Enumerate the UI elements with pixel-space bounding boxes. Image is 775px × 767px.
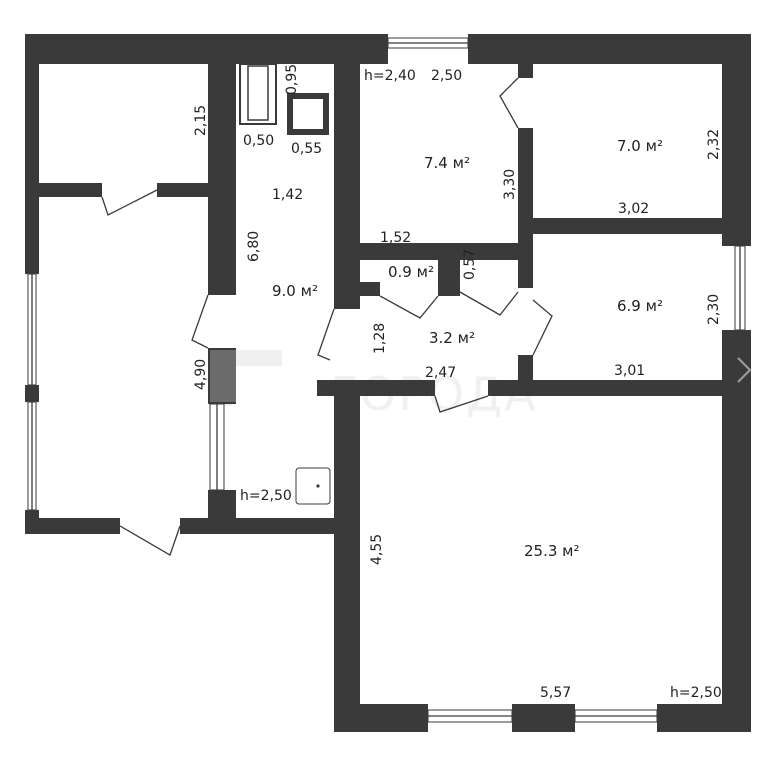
wall-bottom-left: [25, 518, 120, 534]
watermark-logo-icon-b: [236, 350, 282, 366]
dim-corr-d: 1,28: [372, 323, 388, 354]
wall-left-upper: [25, 34, 39, 274]
dim-kitchen-d: 3,30: [502, 169, 518, 200]
dim-wc-w: 1,52: [380, 230, 411, 246]
wall-living-bottom-a: [334, 704, 428, 732]
wall-kitchen-left: [334, 64, 360, 309]
wall-partition-left-upper: [208, 34, 236, 295]
wall-wc-bottom: [360, 282, 380, 296]
area-room-b: 6.9 м²: [617, 297, 663, 315]
wall-right-upper: [722, 34, 751, 246]
wall-partition-left-base: [208, 490, 236, 534]
dim-bath-w: 1,42: [272, 187, 303, 203]
toilet-icon: [287, 93, 329, 135]
bathtub-inner-icon: [247, 65, 269, 121]
chevron-right-icon[interactable]: [737, 357, 752, 383]
sink-drain-icon: [316, 484, 320, 488]
area-kitchen: 7.4 м²: [424, 154, 470, 172]
wall-living-left: [334, 396, 360, 732]
door-left-room: [191, 294, 209, 349]
door-kitchen-room: [499, 77, 519, 129]
dim-kitchen-w: 2,50: [431, 68, 462, 84]
next-button[interactable]: [730, 348, 760, 392]
dim-bath-b: 0,95: [284, 64, 300, 95]
door-living: [434, 395, 489, 413]
door-wc: [379, 295, 439, 319]
wall-kitchen-right: [518, 128, 533, 288]
dim-left-len: 4,90: [193, 359, 209, 390]
area-hall: 9.0 м²: [272, 282, 318, 300]
area-corridor: 3.2 м²: [429, 329, 475, 347]
door-kitchen: [459, 291, 519, 316]
wall-bottom-hall: [180, 518, 360, 534]
wall-living-top-a: [317, 380, 435, 396]
door-entrance: [119, 525, 181, 556]
wall-kitchen-right-upper: [518, 64, 533, 78]
wall-left-mid: [25, 385, 39, 402]
walls: [25, 34, 751, 732]
sink-icon: [295, 467, 331, 505]
dim-bath-c: 0,55: [291, 141, 322, 157]
wall-top-left: [25, 34, 388, 64]
area-living: 25.3 м²: [524, 542, 580, 560]
dim-bath-a: 0,50: [243, 133, 274, 149]
dim-room69-d: 2,30: [706, 294, 722, 325]
wall-right-lower: [722, 380, 751, 732]
hall-partition-stub: [210, 350, 236, 402]
wall-wc-right: [438, 260, 460, 296]
wall-living-bottom-c: [657, 704, 751, 732]
dim-living-d: 4,55: [369, 534, 385, 565]
wall-living-top-b: [488, 380, 751, 396]
bathtub-icon: [239, 63, 277, 125]
area-labels: 7.4 м² 7.0 м² 9.0 м² 0.9 м² 6.9 м² 3.2 м…: [272, 137, 663, 560]
dimension-labels: 0,50 0,95 0,55 2,15 1,42 6,80 4,90 h=2,4…: [193, 64, 722, 701]
wall-living-bottom-b: [512, 704, 575, 732]
dim-corr-w: 2,47: [425, 365, 456, 381]
fixtures: [239, 63, 331, 505]
dim-room69-w: 3,01: [614, 363, 645, 379]
door-corridor-left: [317, 308, 335, 361]
wall-pantry-bottom-a: [39, 183, 102, 197]
area-room-a: 7.0 м²: [617, 137, 663, 155]
wall-kitchen-bottom: [334, 243, 518, 260]
wall-top-right: [468, 34, 751, 64]
dim-hall-h: h=2,50: [240, 488, 292, 504]
doors: [101, 77, 553, 556]
area-wc: 0.9 м²: [388, 263, 434, 281]
windows: [27, 37, 746, 723]
dim-living-h: h=2,50: [670, 685, 722, 701]
dim-wc-d: 0,57: [462, 249, 478, 280]
dim-room7-w: 3,02: [618, 201, 649, 217]
dim-living-w: 5,57: [540, 685, 571, 701]
door-room69: [532, 299, 553, 356]
dim-room7-d: 2,32: [706, 129, 722, 160]
wall-pantry-bottom-b: [157, 183, 208, 197]
dim-kitchen-h: h=2,40: [364, 68, 416, 84]
wall-rooms-divider: [533, 218, 751, 234]
dim-hall-len: 6,80: [246, 231, 262, 262]
dim-pantry-h: 2,15: [193, 105, 209, 136]
door-pantry: [101, 189, 158, 216]
